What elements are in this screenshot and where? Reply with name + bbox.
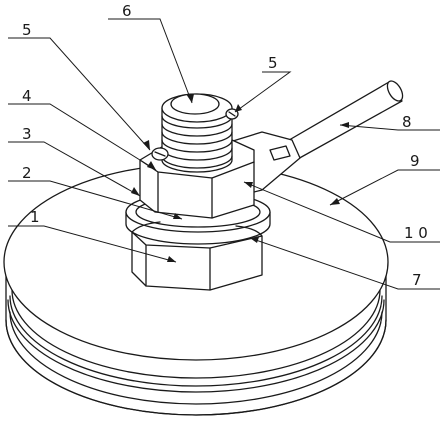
label-2: 2 xyxy=(22,164,32,182)
label-9: 9 xyxy=(410,152,420,170)
threaded-stud xyxy=(161,93,233,173)
label-6: 6 xyxy=(122,2,132,20)
label-10: 1 0 xyxy=(404,224,428,242)
arrow-heads xyxy=(131,94,349,262)
label-4: 4 xyxy=(22,87,32,105)
reference-numerals: 6 5 5 4 3 2 1 8 9 1 0 7 xyxy=(22,2,428,289)
label-5-right: 5 xyxy=(268,54,278,72)
lower-hex-nut xyxy=(131,221,263,291)
label-3: 3 xyxy=(22,125,32,143)
leader-lines xyxy=(8,18,440,290)
label-8: 8 xyxy=(402,113,412,131)
pipe-handle xyxy=(283,80,404,161)
label-1: 1 xyxy=(30,208,40,226)
label-7: 7 xyxy=(412,271,422,289)
label-5-left: 5 xyxy=(22,21,32,39)
